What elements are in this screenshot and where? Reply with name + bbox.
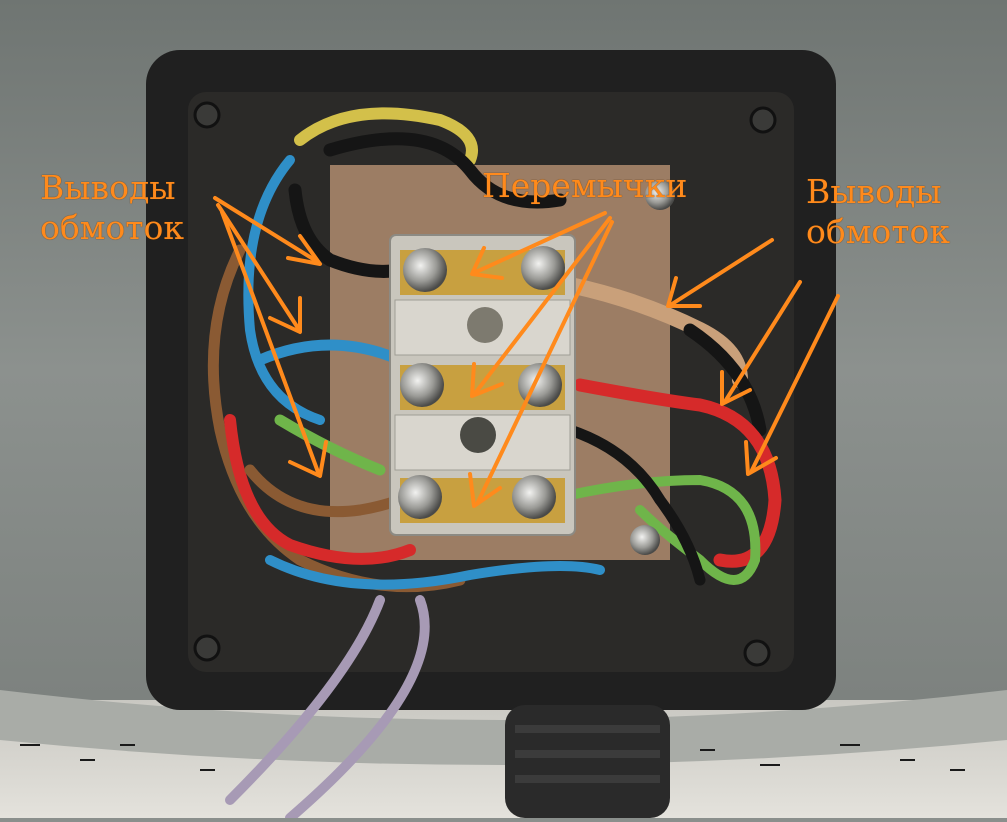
annotation-arrow-icon — [213, 196, 322, 266]
cable-gland — [505, 705, 670, 818]
annotation-arrow-icon — [720, 280, 802, 406]
housing-lower-edge — [0, 690, 1007, 765]
annotation-right: Выводы обмоток — [806, 172, 950, 252]
ground-screw-icon — [645, 180, 675, 210]
corner-screw-icon — [749, 106, 777, 134]
gland-rib — [515, 775, 660, 783]
corner-screw-icon — [743, 639, 771, 667]
terminal-screw-icon — [398, 475, 442, 519]
terminal-screw-icon — [521, 246, 565, 290]
terminal-screw-icon — [512, 475, 556, 519]
annotation-arrow-icon — [744, 294, 840, 476]
corner-screw-icon — [193, 634, 221, 662]
gland-rib — [515, 750, 660, 758]
wires — [207, 107, 782, 822]
annotation-left: Выводы обмоток — [40, 168, 184, 248]
annotation-left-line1: Выводы — [40, 168, 176, 207]
annotation-arrow-icon — [666, 238, 774, 308]
annotation-arrows — [213, 196, 840, 508]
terminal-screw-icon — [400, 363, 444, 407]
annotation-arrow-icon — [220, 210, 328, 478]
annotation-right-line1: Выводы — [806, 172, 942, 211]
annotation-arrow-icon — [470, 216, 612, 398]
scan-artifacts — [20, 744, 965, 771]
gland-rib — [515, 725, 660, 733]
ground-screw-icon — [630, 525, 660, 555]
annotation-arrow-icon — [216, 203, 302, 334]
annotation-left-line2: обмоток — [40, 208, 185, 247]
annotation-arrow-icon — [468, 220, 614, 508]
annotation-arrow-icon — [470, 211, 607, 280]
annotation-center: Перемычки — [482, 166, 688, 205]
corner-screw-icon — [193, 101, 221, 129]
terminal-screw-icon — [403, 248, 447, 292]
annotation-right-line2: обмоток — [806, 212, 951, 251]
